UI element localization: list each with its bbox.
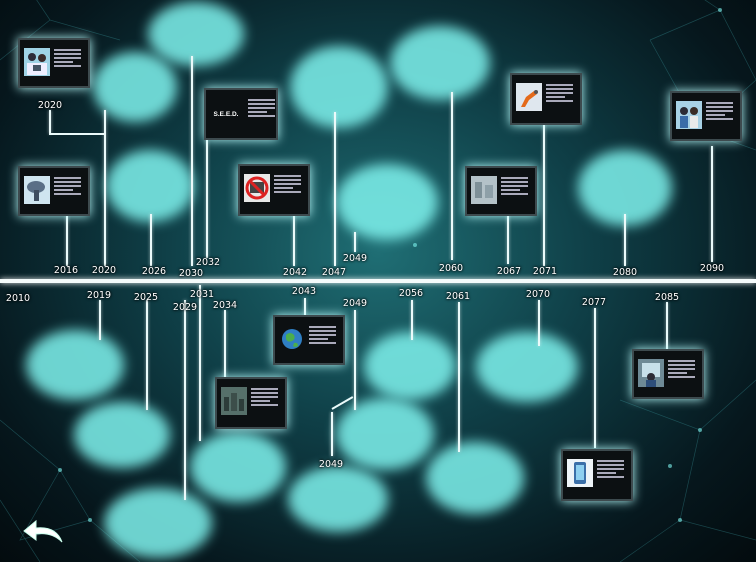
glow-bubble (26, 330, 124, 400)
lab-icon (471, 176, 497, 204)
card-2067-lab[interactable] (465, 166, 537, 216)
year-label: 2080 (612, 267, 638, 278)
glow-bubble (288, 466, 388, 532)
year-label: 2070 (525, 289, 551, 300)
glow-bubble (578, 150, 672, 226)
connector-line (206, 138, 208, 258)
connector-line (354, 310, 356, 410)
couple-icon (676, 101, 702, 129)
year-label: 2031 (189, 289, 215, 300)
card-2020-tablet[interactable] (18, 38, 90, 88)
year-label: 2049 (342, 298, 368, 309)
seed-logo-icon: S.E.E.D. (213, 98, 239, 126)
year-label: 2077 (581, 297, 607, 308)
year-label: 2020 (91, 265, 117, 276)
card-2090-couple[interactable] (670, 91, 742, 141)
year-label: 2030 (178, 268, 204, 279)
glow-bubble (426, 442, 524, 514)
connector-line (224, 310, 226, 380)
year-label: 2010 (5, 293, 31, 304)
year-label: 2025 (133, 292, 159, 303)
card-2077-phone[interactable] (561, 449, 633, 501)
glow-bubble (476, 332, 578, 402)
glow-bubble (336, 398, 434, 470)
year-label: 2067 (496, 266, 522, 277)
connector-line (104, 110, 106, 266)
connector-line (184, 300, 186, 500)
connector-line (451, 92, 453, 260)
earth-icon (279, 325, 305, 353)
connector-line (538, 300, 540, 346)
card-2034-city[interactable] (215, 377, 287, 429)
seed-logo-text: S.E.E.D. (214, 111, 239, 118)
year-label: 2047 (321, 267, 347, 278)
connector-line (146, 300, 148, 410)
glow-bubble (290, 46, 388, 128)
connector-line (334, 112, 336, 266)
year-label: 2043 (291, 286, 317, 297)
card-2085-window[interactable] (632, 349, 704, 399)
glow-bubble (148, 2, 244, 66)
glow-bubble (364, 332, 456, 400)
connector-line (543, 124, 545, 266)
connector-line (411, 300, 413, 340)
year-label: 2049 (318, 459, 344, 470)
year-label: 2042 (282, 267, 308, 278)
back-button[interactable] (22, 518, 66, 548)
year-label: 2061 (445, 291, 471, 302)
connector-line (304, 298, 306, 316)
glow-bubble (104, 488, 212, 558)
people-tablet-icon (24, 48, 50, 76)
glow-bubble (190, 432, 286, 502)
year-label: 2090 (699, 263, 725, 274)
connector-line (331, 412, 333, 456)
year-label: 2060 (438, 263, 464, 274)
connector-line (99, 300, 101, 340)
year-label: 2020 (37, 100, 63, 111)
year-label: 2016 (53, 265, 79, 276)
timeline-axis (0, 279, 756, 283)
year-label: 2071 (532, 266, 558, 277)
connector-line (66, 214, 68, 266)
connector-line (711, 146, 713, 262)
glow-bubble (74, 402, 170, 468)
connector-line (354, 232, 356, 252)
card-2042-no-tv[interactable] (238, 164, 310, 216)
year-label: 2049 (342, 253, 368, 264)
back-arrow-icon (23, 519, 63, 543)
glow-bubble (93, 52, 177, 122)
year-label: 2032 (195, 257, 221, 268)
year-label: 2056 (398, 288, 424, 299)
no-tv-icon (244, 174, 270, 202)
year-label: 2085 (654, 292, 680, 303)
glow-bubble (390, 26, 490, 100)
glow-bubble (336, 164, 438, 240)
connector-line (666, 302, 668, 350)
card-2016-hairdryer[interactable] (18, 166, 90, 216)
window-person-icon (638, 359, 664, 387)
smartphone-icon (567, 459, 593, 487)
connector-line (199, 285, 201, 441)
connector-line (293, 214, 295, 266)
connector-line (458, 302, 460, 452)
year-label: 2029 (172, 302, 198, 313)
robot-arm-icon (516, 83, 542, 111)
card-2043-earth[interactable] (273, 315, 345, 365)
connector-line (49, 133, 105, 135)
card-2060-robot-arm[interactable] (510, 73, 582, 125)
glow-bubble (106, 150, 194, 222)
connector-line (49, 110, 51, 134)
connector-line (594, 308, 596, 448)
city-icon (221, 387, 247, 415)
connector-line (507, 214, 509, 264)
year-label: 2019 (86, 290, 112, 301)
card-2032-seed[interactable]: S.E.E.D. (204, 88, 278, 140)
connector-line (150, 214, 152, 266)
year-label: 2034 (212, 300, 238, 311)
year-label: 2026 (141, 266, 167, 277)
connector-line (191, 56, 193, 266)
connector-line (624, 214, 626, 266)
hairdryer-icon (24, 176, 50, 204)
